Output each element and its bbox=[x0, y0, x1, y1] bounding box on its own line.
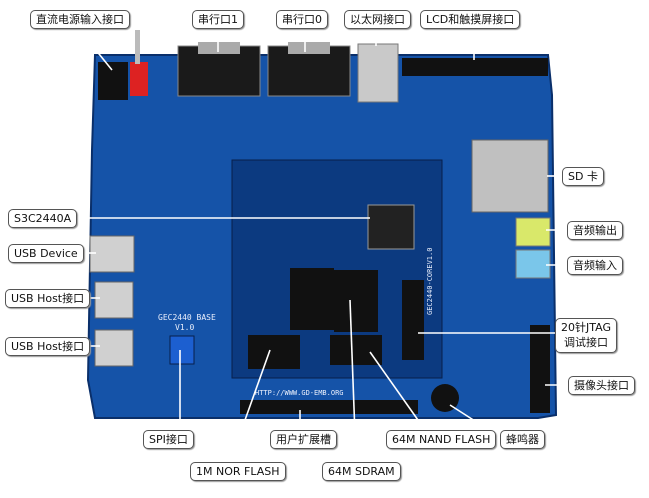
lcd-header bbox=[402, 58, 548, 76]
label-usb-device: USB Device bbox=[8, 244, 84, 263]
leader-lines bbox=[77, 27, 568, 463]
dc-power-jack bbox=[98, 62, 128, 100]
leader-nor bbox=[229, 349, 271, 463]
label-jtag: 20针JTAG 调试接口 bbox=[555, 318, 617, 353]
label-lcd-touch: LCD和触摸屏接口 bbox=[420, 10, 521, 29]
label-sd-card: SD 卡 bbox=[562, 167, 604, 186]
serial-port-1-shell bbox=[198, 42, 240, 54]
label-usb-host-2: USB Host接口 bbox=[5, 337, 91, 356]
silkscreen-model: GEC2440 BASE bbox=[158, 313, 216, 322]
audio-out-jack bbox=[515, 217, 551, 247]
buzzer bbox=[431, 384, 459, 412]
label-nand-flash: 64M NAND FLASH bbox=[386, 430, 497, 449]
label-serial1: 串行口1 bbox=[192, 10, 244, 29]
label-nor-flash: 1M NOR FLASH bbox=[190, 462, 286, 481]
spi-header bbox=[169, 335, 195, 365]
silkscreen-url: HTTP://WWW.GD-EMB.ORG bbox=[255, 389, 344, 397]
label-dc-power: 直流电源输入接口 bbox=[30, 10, 130, 29]
serial-port-1 bbox=[177, 45, 261, 97]
sdram-chip-2 bbox=[334, 270, 378, 332]
serial-port-0-shell bbox=[288, 42, 330, 54]
label-ethernet: 以太网接口 bbox=[344, 10, 411, 29]
ethernet-jack bbox=[357, 43, 399, 103]
label-sdram: 64M SDRAM bbox=[322, 462, 401, 481]
usb-device-port bbox=[89, 235, 135, 273]
label-buzzer: 蜂鸣器 bbox=[500, 430, 545, 449]
nand-flash-chip bbox=[330, 335, 382, 365]
expansion-header bbox=[240, 400, 418, 414]
usb-host-port-1 bbox=[94, 281, 134, 319]
label-cpu: S3C2440A bbox=[8, 209, 78, 228]
label-camera: 摄像头接口 bbox=[568, 376, 635, 395]
leader-dc-power bbox=[77, 27, 113, 71]
leader-sdram bbox=[349, 299, 357, 463]
label-usb-host-1: USB Host接口 bbox=[5, 289, 91, 308]
nor-flash-chip bbox=[248, 335, 300, 369]
silkscreen-core: GEC2440-COREV1.0 bbox=[426, 248, 434, 315]
audio-in-jack bbox=[515, 249, 551, 279]
serial-port-0 bbox=[267, 45, 351, 97]
sdram-chip-1 bbox=[290, 268, 334, 330]
silkscreen-version: V1.0 bbox=[175, 323, 194, 332]
power-switch-lever bbox=[135, 30, 140, 64]
jtag-header bbox=[402, 280, 424, 360]
camera-header bbox=[530, 325, 550, 413]
label-serial0: 串行口0 bbox=[276, 10, 328, 29]
label-user-expansion: 用户扩展槽 bbox=[270, 430, 337, 449]
usb-host-port-2 bbox=[94, 329, 134, 367]
cpu-chip bbox=[367, 204, 415, 250]
power-switch bbox=[130, 62, 148, 96]
label-spi: SPI接口 bbox=[143, 430, 194, 449]
label-audio-out: 音频输出 bbox=[567, 221, 623, 240]
sd-card-slot bbox=[471, 139, 549, 213]
label-audio-in: 音频输入 bbox=[567, 256, 623, 275]
leader-nand bbox=[369, 351, 426, 431]
